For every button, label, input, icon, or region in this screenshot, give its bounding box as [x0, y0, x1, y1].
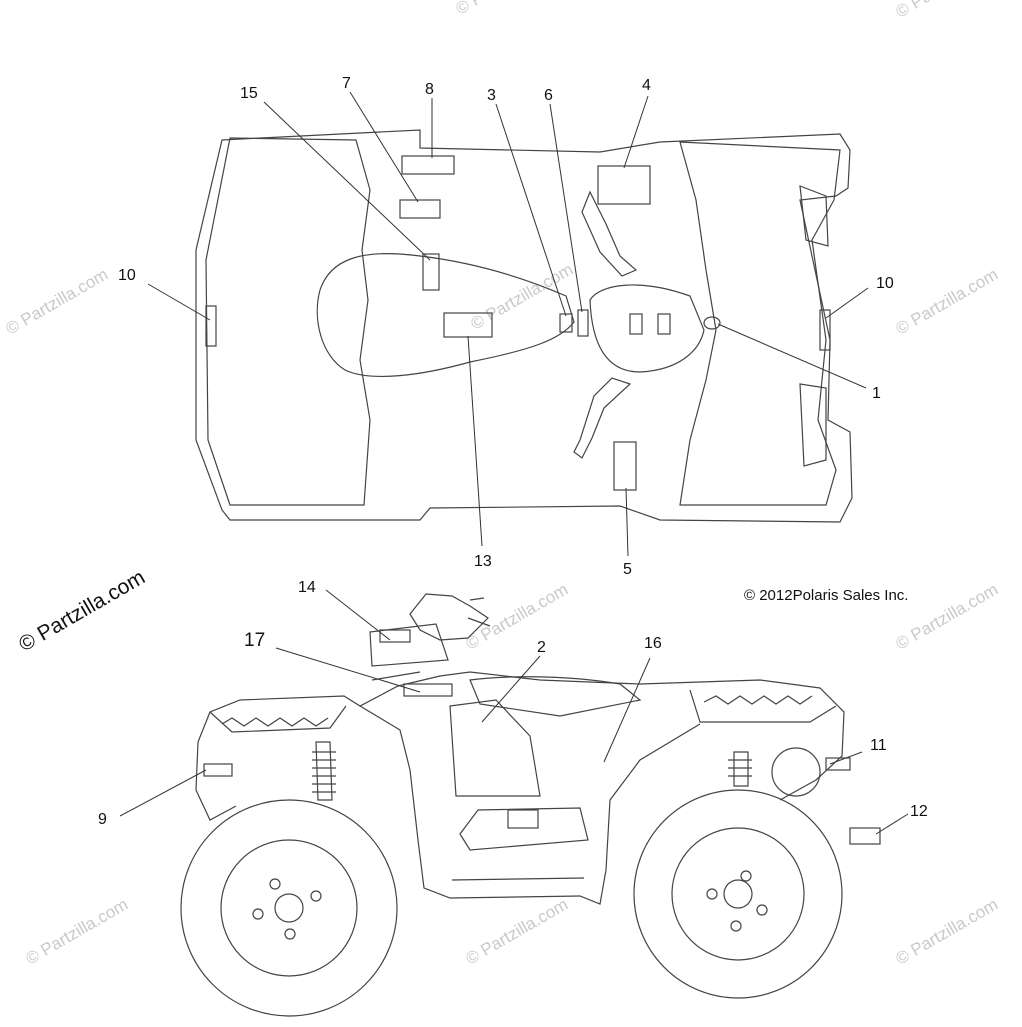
watermark: © Partzilla.com	[893, 265, 1002, 339]
top-leader-lines	[147, 91, 869, 557]
side-view	[180, 593, 881, 1017]
callout-2: 2	[537, 639, 546, 656]
callout-1: 1	[872, 385, 881, 402]
callout-7: 7	[342, 75, 351, 92]
top-view	[195, 129, 853, 523]
callout-16: 16	[644, 635, 662, 652]
callout-10-front: 10	[876, 275, 894, 292]
side-callouts: 14 17 2 16 9 11 12	[98, 579, 928, 828]
callout-4: 4	[642, 77, 651, 94]
brand-watermark: © Partzilla.com	[15, 566, 149, 657]
side-leader-lines	[119, 589, 909, 835]
callout-6: 6	[544, 87, 553, 104]
callout-14: 14	[298, 579, 316, 596]
copyright-text: © 2012Polaris Sales Inc.	[744, 587, 908, 604]
watermark: © Partzilla.com	[893, 580, 1002, 654]
watermark: © Partzilla.com	[893, 895, 1002, 969]
watermark: © Partzilla.com	[463, 580, 572, 654]
top-callouts: 15 7 8 3 6 4 10 10 1 13 5	[118, 75, 894, 578]
watermark: © Partzilla.com	[463, 895, 572, 969]
callout-15: 15	[240, 85, 258, 102]
watermark: © Partzilla.com	[893, 0, 1002, 21]
callout-5: 5	[623, 561, 632, 578]
callout-8: 8	[425, 81, 434, 98]
watermark: © Partzilla.com	[23, 895, 132, 969]
callout-12: 12	[910, 803, 928, 820]
callout-13: 13	[474, 553, 492, 570]
callout-9: 9	[98, 811, 107, 828]
callout-10-rear: 10	[118, 267, 136, 284]
callout-17: 17	[244, 630, 265, 651]
callout-3: 3	[487, 87, 496, 104]
watermark: © Partzilla.com	[3, 265, 112, 339]
watermark: © Partzilla.com	[453, 0, 562, 18]
callout-11: 11	[870, 737, 887, 754]
